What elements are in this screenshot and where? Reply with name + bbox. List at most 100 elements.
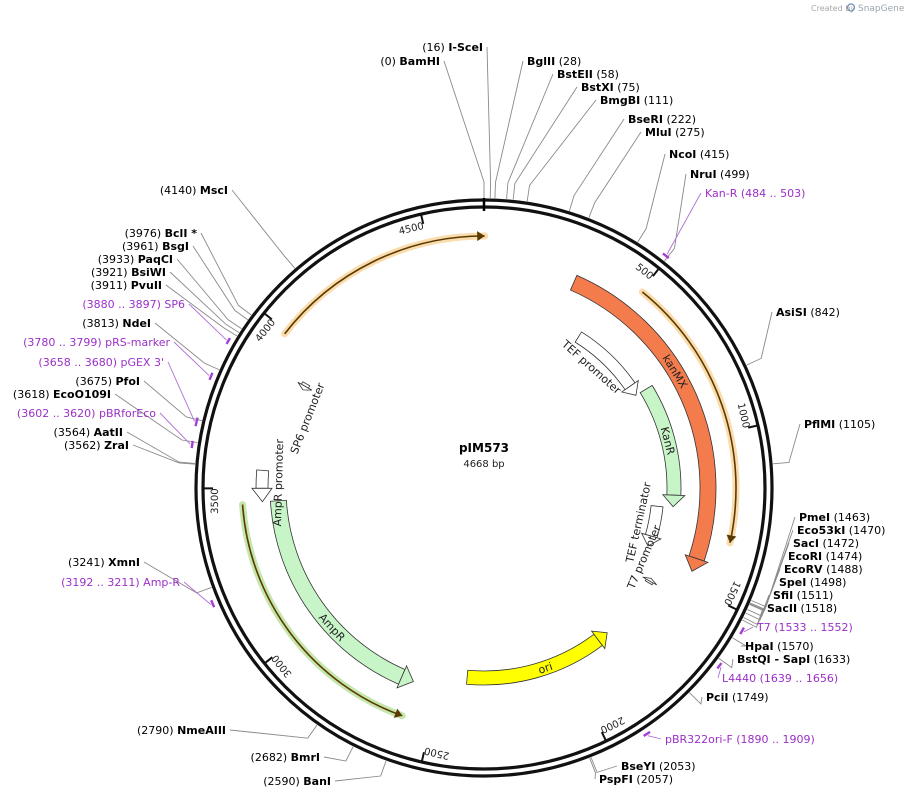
enzyme-position: (222) bbox=[663, 113, 696, 126]
primer-amp-r: (3192 .. 3211) Amp-R bbox=[61, 576, 180, 589]
enzyme-position: (3813) bbox=[82, 317, 122, 330]
enzyme-position: (275) bbox=[672, 126, 705, 139]
leader-zrai bbox=[132, 444, 196, 465]
enzyme-position: (4140) bbox=[160, 184, 200, 197]
enzyme-name: BclI * bbox=[165, 227, 198, 240]
primer-leader-pbr322ori-f bbox=[647, 735, 662, 740]
snapgene-logo-icon bbox=[846, 3, 856, 12]
enzyme-asisi: AsiSI (842) bbox=[776, 306, 840, 319]
primer-sp6: (3880 .. 3897) SP6 bbox=[82, 298, 185, 311]
enzyme-position: (3961) bbox=[122, 240, 162, 253]
leader-pvuii bbox=[165, 284, 238, 337]
ampr-body bbox=[269, 499, 406, 685]
ampr-promoter-label: AmpR promoter bbox=[271, 438, 286, 526]
tick-label-1000: 1000 bbox=[735, 402, 751, 429]
orf-arc-2 bbox=[241, 504, 403, 717]
enzyme-pcii: PciI (1749) bbox=[706, 691, 769, 704]
primer-bar-l4440 bbox=[716, 662, 723, 670]
enzyme-zrai: (3562) ZraI bbox=[64, 439, 129, 452]
enzyme-position: (3933) bbox=[98, 253, 138, 266]
orf-arc-1 bbox=[284, 235, 485, 335]
enzyme-name: BamHI bbox=[399, 55, 440, 68]
credit-text: Created by bbox=[811, 4, 855, 13]
enzyme-position: (415) bbox=[696, 148, 729, 161]
enzyme-name: AatII bbox=[94, 426, 123, 439]
enzyme-name: ZraI bbox=[104, 439, 129, 452]
leader-ndei bbox=[154, 322, 220, 371]
orf-arc-0 bbox=[641, 291, 737, 544]
enzyme-name: EcoRV bbox=[784, 563, 823, 576]
tick-4500 bbox=[420, 214, 425, 225]
leader-msci bbox=[231, 189, 296, 269]
enzyme-bcli: (3976) BclI * bbox=[125, 227, 198, 240]
enzyme-spei: SpeI (1498) bbox=[779, 576, 846, 589]
leader-nmeaiii bbox=[229, 724, 318, 739]
orf-glow-1 bbox=[281, 232, 489, 338]
enzyme-position: (3562) bbox=[64, 439, 104, 452]
enzyme-name: SpeI bbox=[779, 576, 806, 589]
enzyme-bsteii: BstEII (58) bbox=[557, 68, 619, 81]
primer-leader-pbrforeco bbox=[159, 412, 191, 445]
enzyme-name: BglII bbox=[527, 55, 555, 68]
enzyme-position: (1472) bbox=[819, 537, 859, 550]
primer-bar-sp6 bbox=[225, 337, 231, 345]
leader-bsteii bbox=[506, 73, 554, 199]
orf-arrowhead-1 bbox=[477, 231, 485, 242]
sp6-promoter-arrowhead bbox=[297, 381, 313, 391]
leader-bcli bbox=[200, 232, 252, 316]
enzyme-name: BstQI - SapI bbox=[737, 653, 810, 666]
ampr-arrowhead bbox=[396, 664, 414, 689]
tick-1500 bbox=[727, 604, 737, 611]
enzyme-mlui: MluI (275) bbox=[645, 126, 705, 139]
primer-leader-kan-r bbox=[666, 192, 702, 255]
enzyme-position: (3675) bbox=[75, 375, 115, 388]
enzyme-position: (111) bbox=[640, 94, 673, 107]
enzyme-name: EcoO109I bbox=[53, 388, 111, 401]
ori-body bbox=[466, 633, 603, 686]
leader-paqci bbox=[176, 258, 242, 330]
enzyme-bsiwi: (3921) BsiWI bbox=[91, 266, 166, 279]
enzyme-position: (842) bbox=[807, 306, 840, 319]
enzyme-name: HpaI bbox=[745, 640, 774, 653]
primer-bar-pbrforeco bbox=[190, 440, 194, 449]
enzyme-position: (2053) bbox=[655, 760, 695, 773]
enzyme-paqci: (3933) PaqCI bbox=[98, 253, 173, 266]
tick-label-2500: 2500 bbox=[423, 744, 450, 760]
enzyme-aatii: (3564) AatII bbox=[54, 426, 123, 439]
leader-bstxi bbox=[512, 86, 578, 200]
ori-arrowhead bbox=[590, 630, 608, 650]
primer-leader-sp6 bbox=[188, 303, 227, 341]
enzyme-hpai: HpaI (1570) bbox=[745, 640, 814, 653]
primer-bar-pbr322ori-f bbox=[643, 730, 651, 738]
enzyme-position: (2790) bbox=[137, 724, 177, 737]
enzyme-ncoi: NcoI (415) bbox=[669, 148, 729, 161]
enzyme-xmni: (3241) XmnI bbox=[68, 556, 140, 569]
primer-bar-pgex-3 bbox=[194, 417, 199, 427]
enzyme-name: PmeI bbox=[799, 511, 830, 524]
leader-bsiwi bbox=[169, 271, 240, 334]
enzyme-position: (1474) bbox=[822, 550, 862, 563]
enzyme-name: SacII bbox=[767, 602, 797, 615]
primer-kan-r: Kan-R (484 .. 503) bbox=[705, 187, 805, 200]
enzyme-position: (0) bbox=[380, 55, 399, 68]
enzyme-name: MscI bbox=[200, 184, 228, 197]
ori-label: ori bbox=[537, 660, 555, 677]
enzyme-name: I-SceI bbox=[448, 41, 483, 54]
enzyme-name: PflMI bbox=[804, 418, 835, 431]
enzyme-name: PfoI bbox=[116, 375, 141, 388]
kanr-arrowhead bbox=[661, 494, 686, 508]
leader-bani bbox=[334, 760, 387, 782]
enzyme-name: BstEII bbox=[557, 68, 593, 81]
enzyme-name: SfiI bbox=[773, 589, 793, 602]
enzyme-position: (1511) bbox=[793, 589, 833, 602]
leader-hpai bbox=[732, 637, 748, 647]
enzyme-position: (1570) bbox=[774, 640, 814, 653]
leader-bglii bbox=[494, 60, 524, 199]
enzyme-bmgbi: BmgBI (111) bbox=[600, 94, 673, 107]
enzyme-position: (499) bbox=[717, 168, 750, 181]
enzyme-sfii: SfiI (1511) bbox=[773, 589, 833, 602]
tick-4000 bbox=[264, 312, 273, 321]
enzyme-name: NmeAIII bbox=[177, 724, 226, 737]
enzyme-position: (3564) bbox=[54, 426, 94, 439]
